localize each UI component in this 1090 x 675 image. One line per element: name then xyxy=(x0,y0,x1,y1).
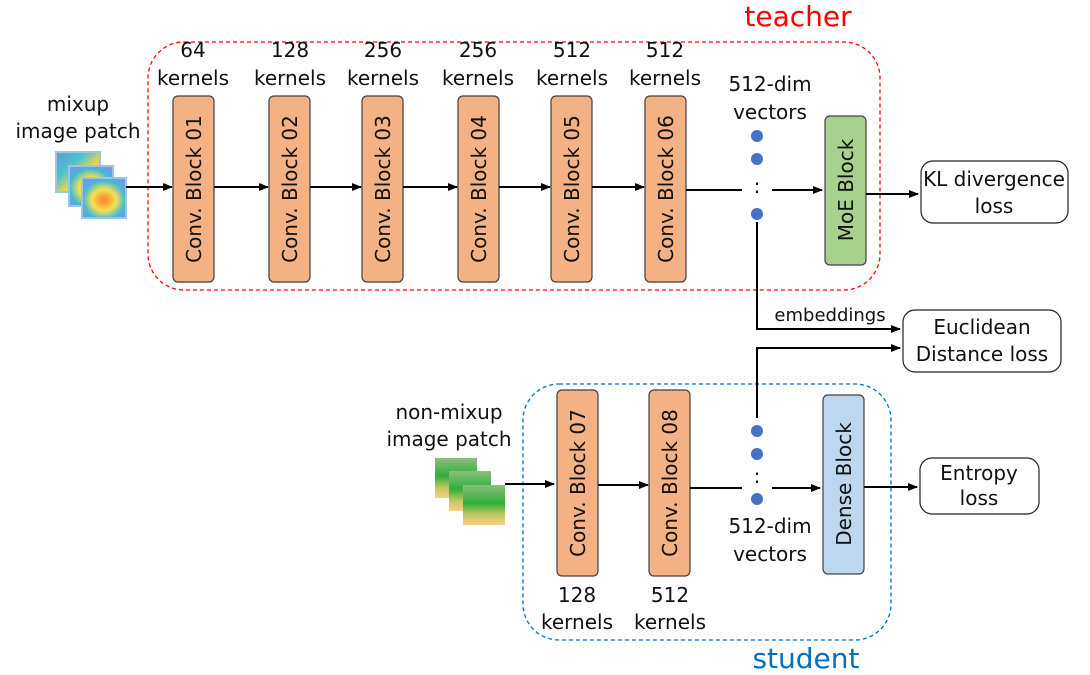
block01-kernels-word: kernels xyxy=(157,66,229,90)
conv-block-04: 256 kernels Conv. Block 04 xyxy=(442,38,514,283)
moe-block: MoE Block xyxy=(824,115,867,266)
teacher-vector-ellipsis: : xyxy=(754,174,761,198)
block05-kernels-count: 512 xyxy=(553,38,591,62)
kl-loss-line1: KL divergence xyxy=(923,167,1065,191)
conv-block-08: Conv. Block 08 512 kernels xyxy=(634,389,706,634)
nonmixup-input-label-line1: non-mixup xyxy=(395,400,502,424)
student-vector-dots xyxy=(751,425,763,505)
block05-kernels-word: kernels xyxy=(536,66,608,90)
block04-kernels-count: 256 xyxy=(459,38,497,62)
block06-kernels-count: 512 xyxy=(646,38,684,62)
conv-block-03: 256 kernels Conv. Block 03 xyxy=(347,38,419,283)
euclidean-loss-line1: Euclidean xyxy=(933,315,1030,339)
student-vectors-label-line2: vectors xyxy=(733,542,807,566)
block02-kernels-count: 128 xyxy=(271,38,309,62)
student-group xyxy=(522,383,892,641)
block07-label: Conv. Block 07 xyxy=(566,409,590,557)
teacher-conv-blocks: 64 kernels Conv. Block 01 128 kernels Co… xyxy=(157,38,701,283)
block03-kernels-count: 256 xyxy=(364,38,402,62)
student-title: student xyxy=(752,642,859,675)
teacher-group xyxy=(147,41,881,291)
teacher-vectors-label-line1: 512-dim xyxy=(728,72,811,96)
block02-kernels-word: kernels xyxy=(254,66,326,90)
teacher-vectors-label-line2: vectors xyxy=(733,100,807,124)
moe-block-label: MoE Block xyxy=(834,138,858,241)
block08-label: Conv. Block 08 xyxy=(658,409,682,557)
dense-block: Dense Block xyxy=(822,394,865,575)
conv-block-07: Conv. Block 07 128 kernels xyxy=(541,389,613,634)
conv-block-01: 64 kernels Conv. Block 01 xyxy=(157,38,229,283)
teacher-embeddings-path xyxy=(756,222,901,333)
conv-block-05: 512 kernels Conv. Block 05 xyxy=(536,38,608,283)
embeddings-label: embeddings xyxy=(774,305,885,326)
teacher-title: teacher xyxy=(744,0,852,33)
block01-label: Conv. Block 01 xyxy=(182,115,206,263)
student-embeddings-path xyxy=(756,344,901,418)
conv-block-02: 128 kernels Conv. Block 02 xyxy=(254,38,326,283)
mixup-input-label-line2: image patch xyxy=(15,119,140,143)
student-vector-ellipsis: : xyxy=(754,464,761,488)
entropy-loss-line2: loss xyxy=(960,486,999,510)
kl-divergence-loss-box: KL divergence loss xyxy=(920,160,1069,224)
nonmixup-input-label-line2: image patch xyxy=(386,427,511,451)
mixup-image-patch-stack xyxy=(55,151,127,219)
dense-block-label: Dense Block xyxy=(832,422,856,546)
block08-kernels-word: kernels xyxy=(634,610,706,634)
student-vectors-label-line1: 512-dim xyxy=(728,514,811,538)
block01-kernels-count: 64 xyxy=(180,38,205,62)
block02-label: Conv. Block 02 xyxy=(278,115,302,263)
kl-loss-line2: loss xyxy=(975,194,1014,218)
block04-kernels-word: kernels xyxy=(442,66,514,90)
conv-block-06: 512 kernels Conv. Block 06 xyxy=(629,38,701,283)
block06-kernels-word: kernels xyxy=(629,66,701,90)
teacher-vector-dots xyxy=(751,130,763,220)
block06-label: Conv. Block 06 xyxy=(654,115,678,263)
entropy-loss-box: Entropy loss xyxy=(919,457,1040,515)
entropy-loss-line1: Entropy xyxy=(940,461,1018,485)
block03-kernels-word: kernels xyxy=(347,66,419,90)
student-conv-blocks: Conv. Block 07 128 kernels Conv. Block 0… xyxy=(541,389,706,634)
block07-kernels-word: kernels xyxy=(541,610,613,634)
block03-label: Conv. Block 03 xyxy=(371,115,395,263)
nonmixup-image-patch-stack xyxy=(435,458,505,525)
euclidean-loss-line2: Distance loss xyxy=(916,342,1048,366)
mixup-input-label-line1: mixup xyxy=(47,92,109,116)
block04-label: Conv. Block 04 xyxy=(467,115,491,263)
block05-label: Conv. Block 05 xyxy=(560,115,584,263)
block08-kernels-count: 512 xyxy=(651,583,689,607)
euclidean-distance-loss-box: Euclidean Distance loss xyxy=(902,309,1062,373)
block07-kernels-count: 128 xyxy=(558,583,596,607)
